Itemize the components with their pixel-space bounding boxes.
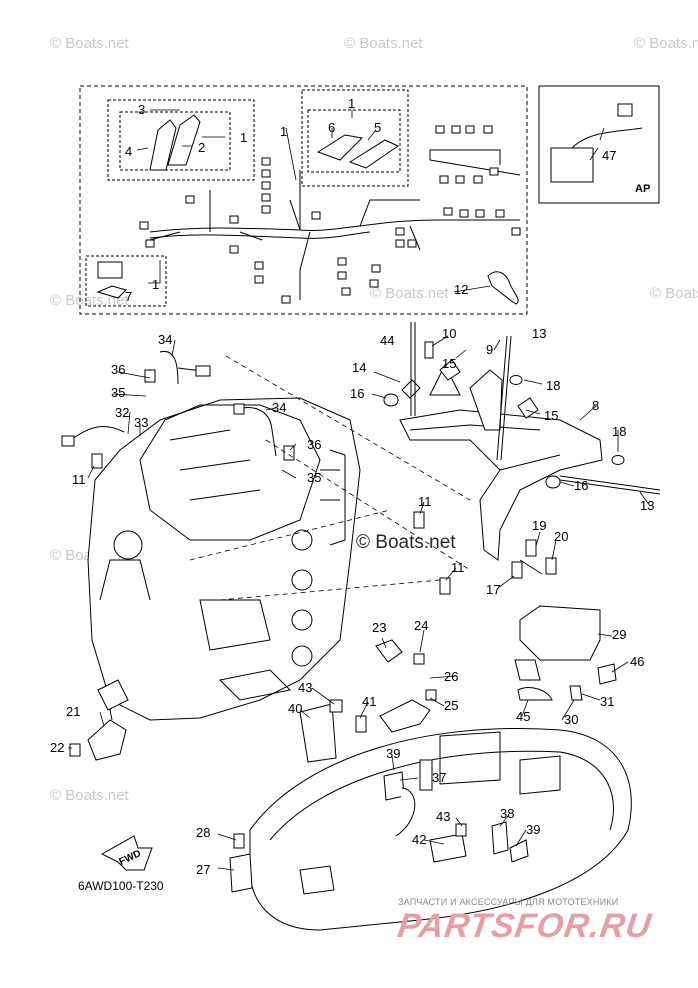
callout-31: 31 [600, 694, 614, 709]
callout-20: 20 [554, 529, 568, 544]
callout-35: 35 [111, 385, 125, 400]
ap-module [550, 147, 594, 183]
callout-42: 42 [412, 832, 426, 847]
callout-28: 28 [196, 825, 210, 840]
callout-3: 3 [138, 102, 145, 117]
callout-25: 25 [444, 698, 458, 713]
callout-29: 29 [612, 627, 626, 642]
callout-13: 13 [640, 498, 654, 513]
site-caption: ЗАПЧАСТИ И АКСЕССУАРЫ ДЛЯ МОТОТЕХНИКИ [398, 897, 619, 907]
watermark-center: © Boats.net [356, 532, 456, 553]
callout-43: 43 [436, 809, 450, 824]
callout-26: 26 [444, 669, 458, 684]
harness-group [79, 85, 528, 315]
leader-lines [68, 109, 651, 871]
clamps [69, 605, 617, 893]
callout-11: 11 [451, 560, 465, 575]
callout-35: 35 [307, 470, 321, 485]
callout-1: 1 [240, 130, 247, 145]
harness-detail-frame-left [107, 99, 255, 181]
callout-2: 2 [198, 140, 205, 155]
callout-1: 1 [280, 124, 287, 139]
ap-inset: AP [538, 85, 660, 204]
callout-22: 22 [50, 740, 64, 755]
callout-24: 24 [414, 618, 428, 633]
bottom-cowling [249, 727, 632, 931]
callout-13: 13 [532, 326, 546, 341]
callout-39: 39 [386, 746, 400, 761]
bracket-assembly [383, 359, 625, 561]
harness-detail-frame-small [85, 255, 167, 307]
callout-11: 11 [418, 494, 432, 509]
watermark: © Boats.net [650, 285, 698, 302]
callout-8: 8 [592, 398, 599, 413]
callout-30: 30 [564, 712, 578, 727]
callout-44: 44 [380, 333, 394, 348]
callout-15: 15 [442, 356, 456, 371]
sensor-leads [61, 350, 277, 457]
callout-12: 12 [454, 282, 468, 297]
ap-inset-frame [538, 85, 660, 204]
ap-label: AP [635, 183, 650, 195]
engine-block [87, 397, 361, 721]
callout-1: 1 [152, 277, 159, 292]
callout-41: 41 [362, 694, 376, 709]
harness-detail-frame-left-inner [119, 111, 231, 171]
callout-11: 11 [72, 472, 86, 487]
site-logo[interactable]: PARTSFOR.RU [395, 907, 655, 945]
callout-34: 34 [272, 400, 286, 415]
callout-17: 17 [486, 582, 500, 597]
callout-18: 18 [546, 378, 560, 393]
harness-detail-frame-center [301, 89, 409, 187]
callout-43: 43 [298, 680, 312, 695]
callout-37: 37 [432, 770, 446, 785]
callout-32: 32 [115, 405, 129, 420]
harness-frame [79, 85, 528, 315]
callout-27: 27 [196, 862, 210, 877]
callout-34: 34 [158, 332, 172, 347]
watermark: © Boats.net [50, 35, 129, 52]
callout-1: 1 [348, 96, 355, 111]
callout-47: 47 [602, 148, 616, 163]
callout-16: 16 [574, 478, 588, 493]
callout-9: 9 [486, 342, 493, 357]
callout-18: 18 [612, 424, 626, 439]
callout-38: 38 [500, 806, 514, 821]
callouts: 1 1 1 1 2 3 4 5 6 7 8 9 10 11 11 11 12 1… [50, 96, 654, 877]
watermark: © Boats.net [50, 787, 129, 804]
drawing-code: 6AWD100-T230 [78, 879, 164, 893]
callout-6: 6 [328, 120, 335, 135]
callout-23: 23 [372, 620, 386, 635]
callout-39: 39 [526, 822, 540, 837]
bolts [91, 322, 661, 595]
callout-40: 40 [288, 701, 302, 716]
watermark: © Boats.net [50, 292, 129, 309]
watermark: © Boats.net [344, 35, 423, 52]
callout-45: 45 [516, 709, 530, 724]
callout-10: 10 [442, 326, 456, 341]
callout-33: 33 [134, 415, 148, 430]
watermark: © Boats.net [370, 285, 449, 302]
callout-16: 16 [350, 386, 364, 401]
callout-5: 5 [374, 120, 381, 135]
callout-46: 46 [630, 654, 644, 669]
callout-15: 15 [544, 408, 558, 423]
callout-19: 19 [532, 518, 546, 533]
callout-7: 7 [125, 289, 132, 304]
callout-36: 36 [111, 362, 125, 377]
callout-36: 36 [307, 437, 321, 452]
watermark: © Boats.net [634, 35, 698, 52]
callout-21: 21 [66, 704, 80, 719]
harness-detail-frame-center-inner [307, 109, 401, 173]
callout-14: 14 [352, 360, 366, 375]
callout-4: 4 [125, 144, 132, 159]
